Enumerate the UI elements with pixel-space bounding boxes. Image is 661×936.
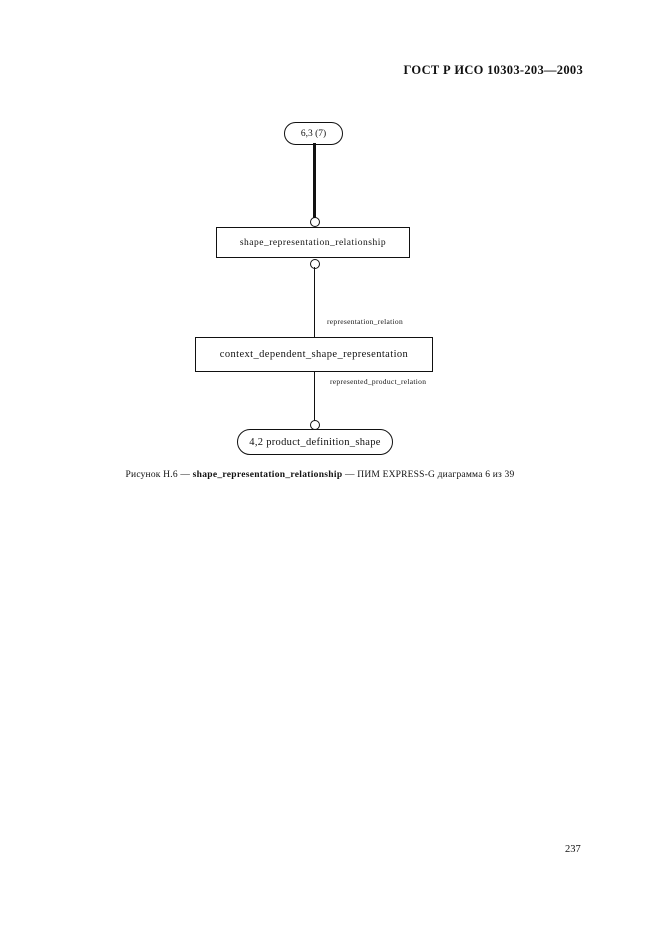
page-reference-bottom-label: 4,2 product_definition_shape bbox=[249, 436, 381, 448]
edge-thick-top bbox=[313, 143, 316, 219]
entity-box-1-label: shape_representation_relationship bbox=[239, 237, 387, 248]
page-number: 237 bbox=[565, 844, 581, 855]
figure-caption-suffix: — ПИМ EXPRESS-G диаграмма 6 из 39 bbox=[342, 470, 515, 480]
page-reference-oval-bottom: 4,2 product_definition_shape bbox=[237, 429, 393, 455]
connector-circle-top bbox=[310, 217, 320, 227]
entity-box-2-label: context_dependent_shape_representation bbox=[219, 349, 409, 360]
edge-label-represented-product-relation: represented_product_relation bbox=[330, 377, 427, 386]
entity-box-shape-representation-relationship: shape_representation_relationship bbox=[216, 227, 410, 258]
page-reference-oval-top: 6,3 (7) bbox=[284, 122, 343, 145]
edge-represented-product-relation bbox=[314, 371, 315, 421]
edge-representation-relation bbox=[314, 267, 315, 338]
figure-caption-entity-name: shape_representation_relationship bbox=[192, 470, 343, 480]
figure-caption: Рисунок Н.6 — shape_representation_relat… bbox=[0, 470, 640, 480]
edge-label-representation-relation: representation_relation bbox=[327, 317, 404, 326]
page-reference-top-label: 6,3 (7) bbox=[300, 128, 327, 139]
document-header-standard-number: ГОСТ Р ИСО 10303-203—2003 bbox=[403, 63, 583, 77]
connector-circle-middle bbox=[310, 259, 320, 269]
entity-box-context-dependent-shape-representation: context_dependent_shape_representation bbox=[195, 337, 433, 372]
figure-caption-prefix: Рисунок Н.6 — bbox=[125, 470, 193, 480]
